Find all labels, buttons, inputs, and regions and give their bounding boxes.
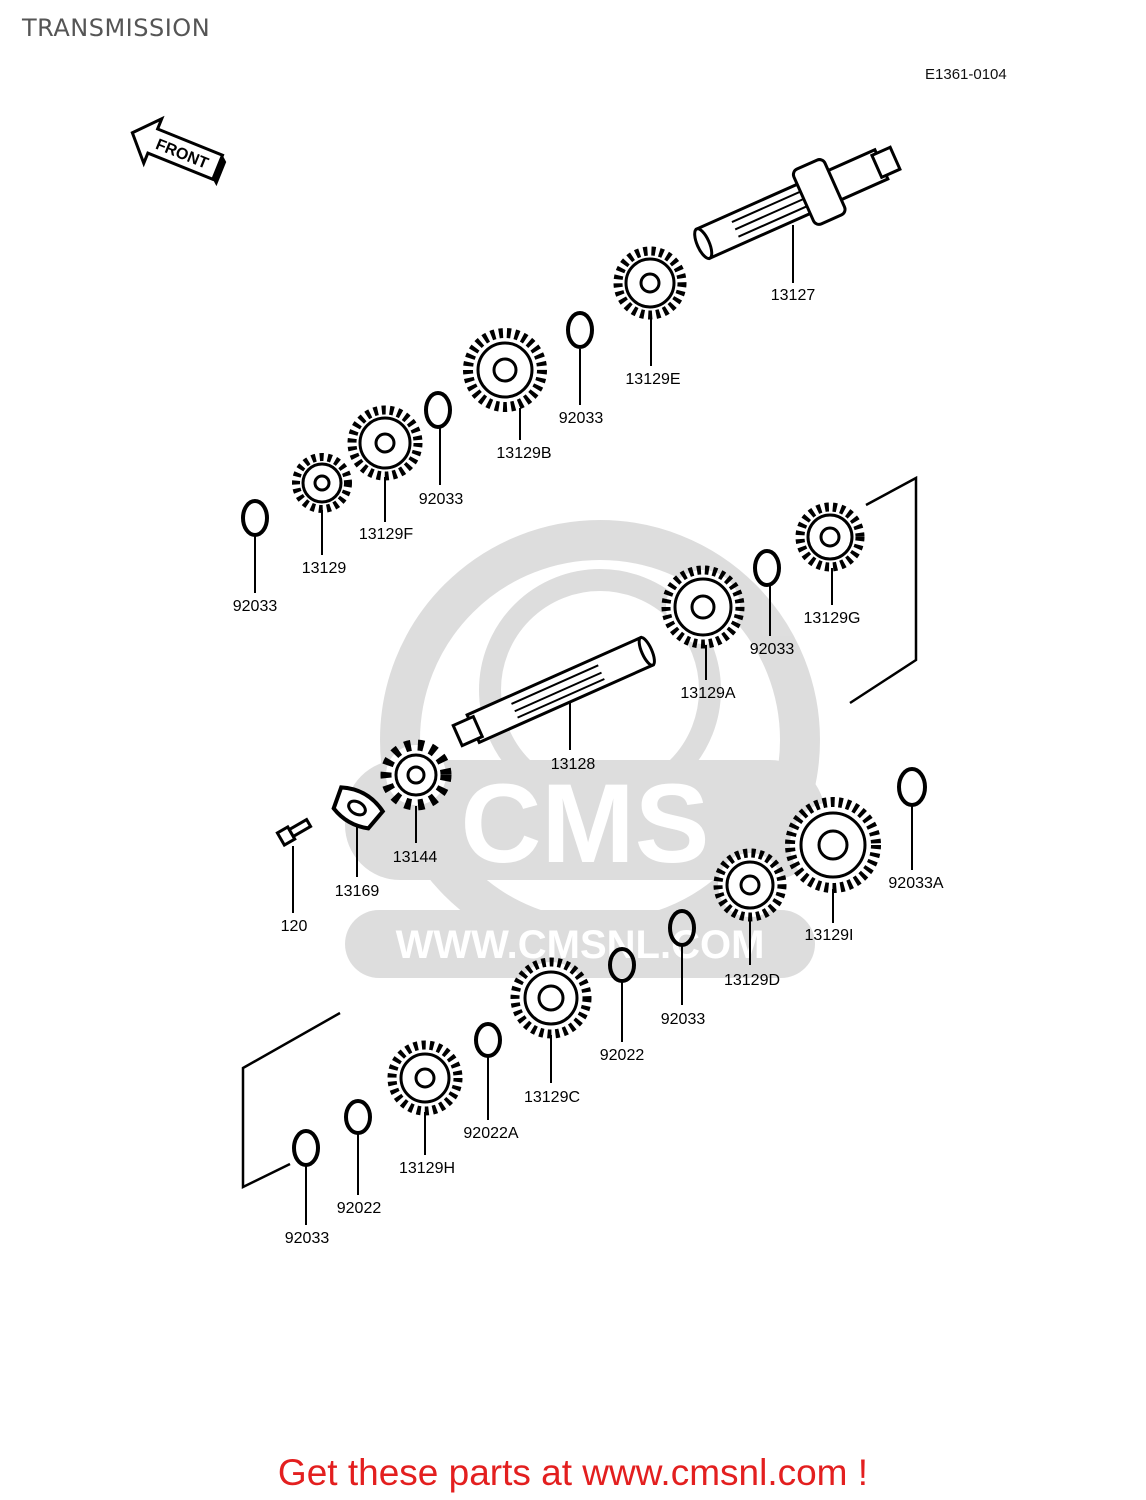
part-label-92022A: 92022A	[463, 1125, 518, 1142]
gear-13129B	[463, 328, 547, 412]
part-label-13129H: 13129H	[399, 1160, 455, 1177]
bracket-line-upper	[849, 475, 918, 705]
part-label-92033: 92033	[750, 641, 795, 658]
part-label-13127: 13127	[771, 287, 816, 304]
circlip-92033-lower-1	[668, 909, 696, 947]
main-shaft-13127	[693, 145, 902, 261]
cmsnl-watermark: CMS WWW.CMSNL.COM	[345, 520, 825, 978]
circlip-92033-lower-2	[292, 1129, 320, 1167]
washer-92022-1	[608, 947, 636, 983]
part-label-92033: 92033	[419, 491, 464, 508]
circlip-92033-mid	[753, 549, 781, 587]
part-label-13129E: 13129E	[625, 371, 680, 388]
transmission-diagram: CMS WWW.CMSNL.COM FRONT	[130, 115, 944, 1247]
part-label-13129B: 13129B	[496, 445, 551, 462]
part-label-13129A: 13129A	[680, 685, 735, 702]
gear-13129C	[510, 957, 592, 1039]
part-label-13169: 13169	[335, 883, 380, 900]
gear-13129H	[387, 1040, 463, 1116]
circlip-92033-upper-2	[424, 391, 452, 429]
gear-13129I	[785, 797, 881, 893]
circlip-92033A	[897, 767, 927, 807]
part-label-92022: 92022	[337, 1200, 382, 1217]
sprocket-13144	[380, 739, 452, 811]
part-label-13129F: 13129F	[359, 526, 413, 543]
part-label-13129: 13129	[302, 560, 347, 577]
gear-13129	[292, 453, 352, 513]
gear-13129A	[661, 565, 745, 649]
part-label-92033A: 92033A	[888, 875, 943, 892]
part-label-92033: 92033	[559, 410, 604, 427]
part-label-13144: 13144	[393, 849, 438, 866]
watermark-logo-text: CMS	[461, 761, 710, 886]
bracket-line-lower	[241, 1011, 341, 1190]
part-label-92033: 92033	[285, 1230, 330, 1247]
washer-92022-2	[344, 1099, 372, 1135]
watermark-url-text: WWW.CMSNL.COM	[396, 923, 765, 967]
counter-shaft-13128	[451, 635, 656, 748]
gear-13129E	[613, 246, 687, 320]
washer-92022A	[474, 1022, 502, 1058]
front-arrow-icon: FRONT	[130, 115, 227, 187]
gear-13129D	[713, 848, 787, 922]
part-label-13128: 13128	[551, 756, 596, 773]
part-label-120: 120	[281, 918, 308, 935]
circlip-92033-upper-1	[566, 311, 594, 349]
page-title: TRANSMISSION	[22, 14, 211, 42]
plate-13169	[331, 785, 386, 831]
part-label-92033: 92033	[661, 1011, 706, 1028]
part-label-92033: 92033	[233, 598, 278, 615]
circlip-92033-upper-3	[241, 499, 269, 537]
diagram-code: E1361-0104	[925, 66, 1007, 83]
gear-13129F	[347, 405, 423, 481]
part-label-92022: 92022	[600, 1047, 645, 1064]
part-label-13129C: 13129C	[524, 1089, 580, 1106]
gear-13129G	[795, 502, 865, 572]
leader-lines	[254, 225, 913, 1225]
get-parts-link[interactable]: Get these parts at www.cmsnl.com !	[277, 1452, 869, 1493]
bolt-120	[275, 817, 313, 848]
part-label-13129D: 13129D	[724, 972, 780, 989]
part-label-13129G: 13129G	[804, 610, 861, 627]
part-label-13129I: 13129I	[805, 927, 854, 944]
